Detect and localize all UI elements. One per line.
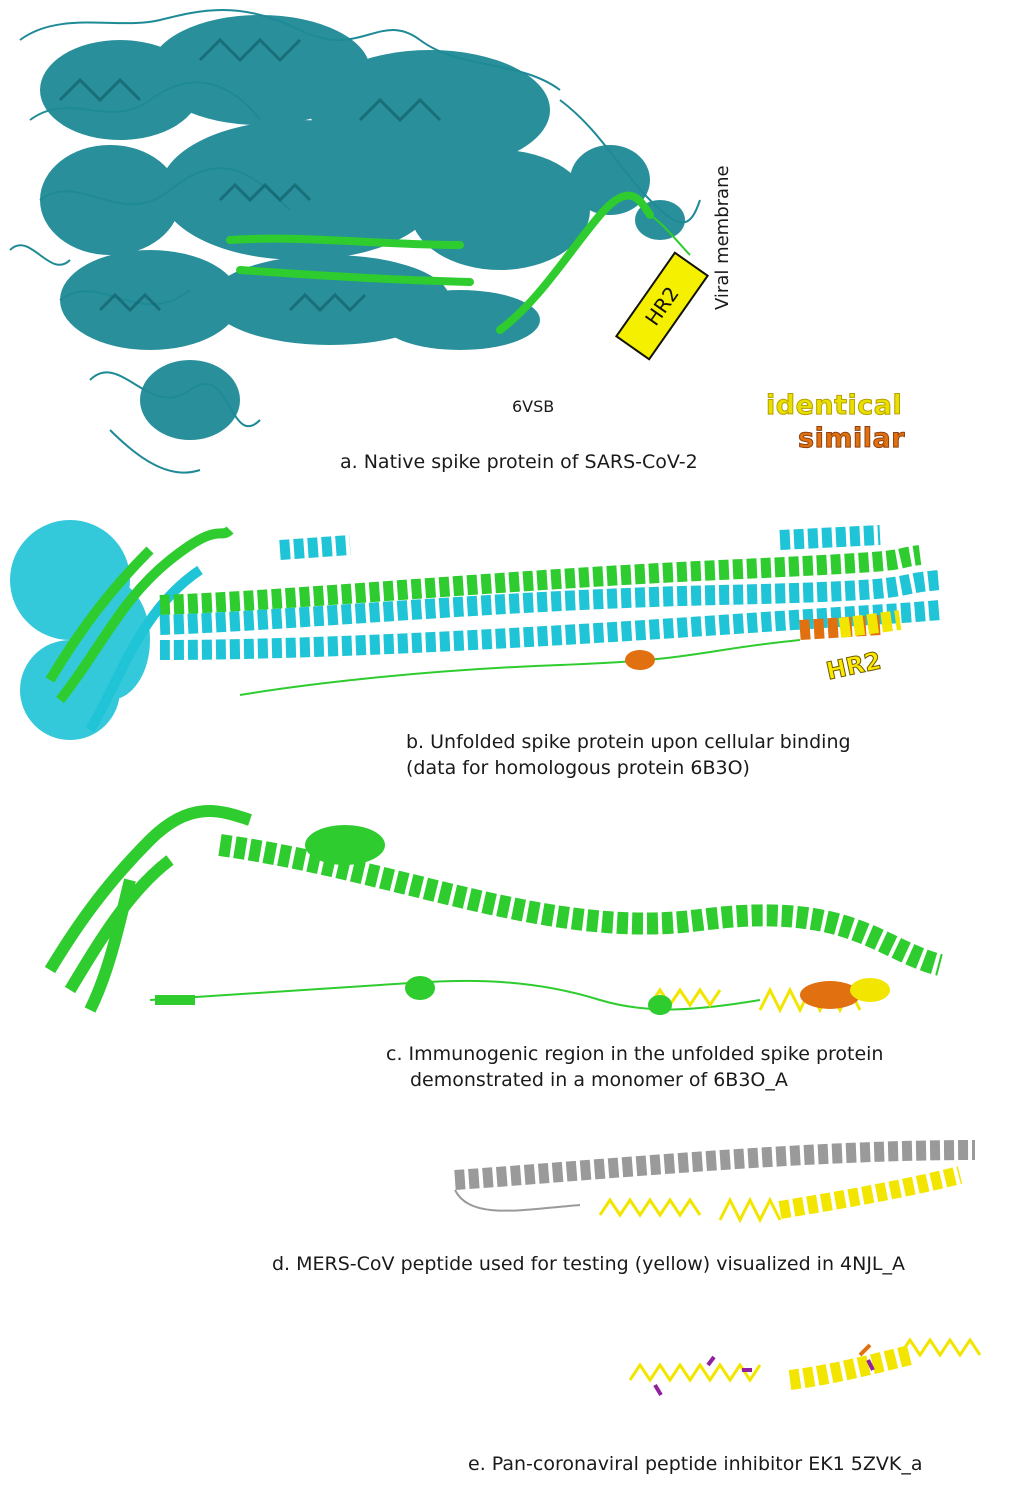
panel-d: d. MERS-CoV peptide used for testing (ye… [0,1120,1009,1280]
caption-e: e. Pan-coronaviral peptide inhibitor EK1… [468,1452,923,1476]
caption-c-line1: c. Immunogenic region in the unfolded sp… [386,1042,883,1066]
legend-similar: similar [798,423,905,454]
panel-c: c. Immunogenic region in the unfolded sp… [0,800,1009,1100]
panel-b: HR2 b. Unfolded spike protein upon cellu… [0,500,1009,800]
caption-b-line1: b. Unfolded spike protein upon cellular … [406,730,851,754]
panel-e: e. Pan-coronaviral peptide inhibitor EK1… [0,1300,1009,1487]
caption-b-line2: (data for homologous protein 6B3O) [406,756,750,780]
legend-identical: identical [766,390,902,421]
viral-membrane-label: Viral membrane [712,165,733,310]
caption-d: d. MERS-CoV peptide used for testing (ye… [272,1252,905,1276]
caption-a: a. Native spike protein of SARS-CoV-2 [340,450,698,474]
caption-c-line2: demonstrated in a monomer of 6B3O_A [410,1068,788,1092]
panel-a: HR2 Viral membrane 6VSB identical simila… [0,0,1009,500]
pdb-id-6vsb: 6VSB [512,397,554,416]
